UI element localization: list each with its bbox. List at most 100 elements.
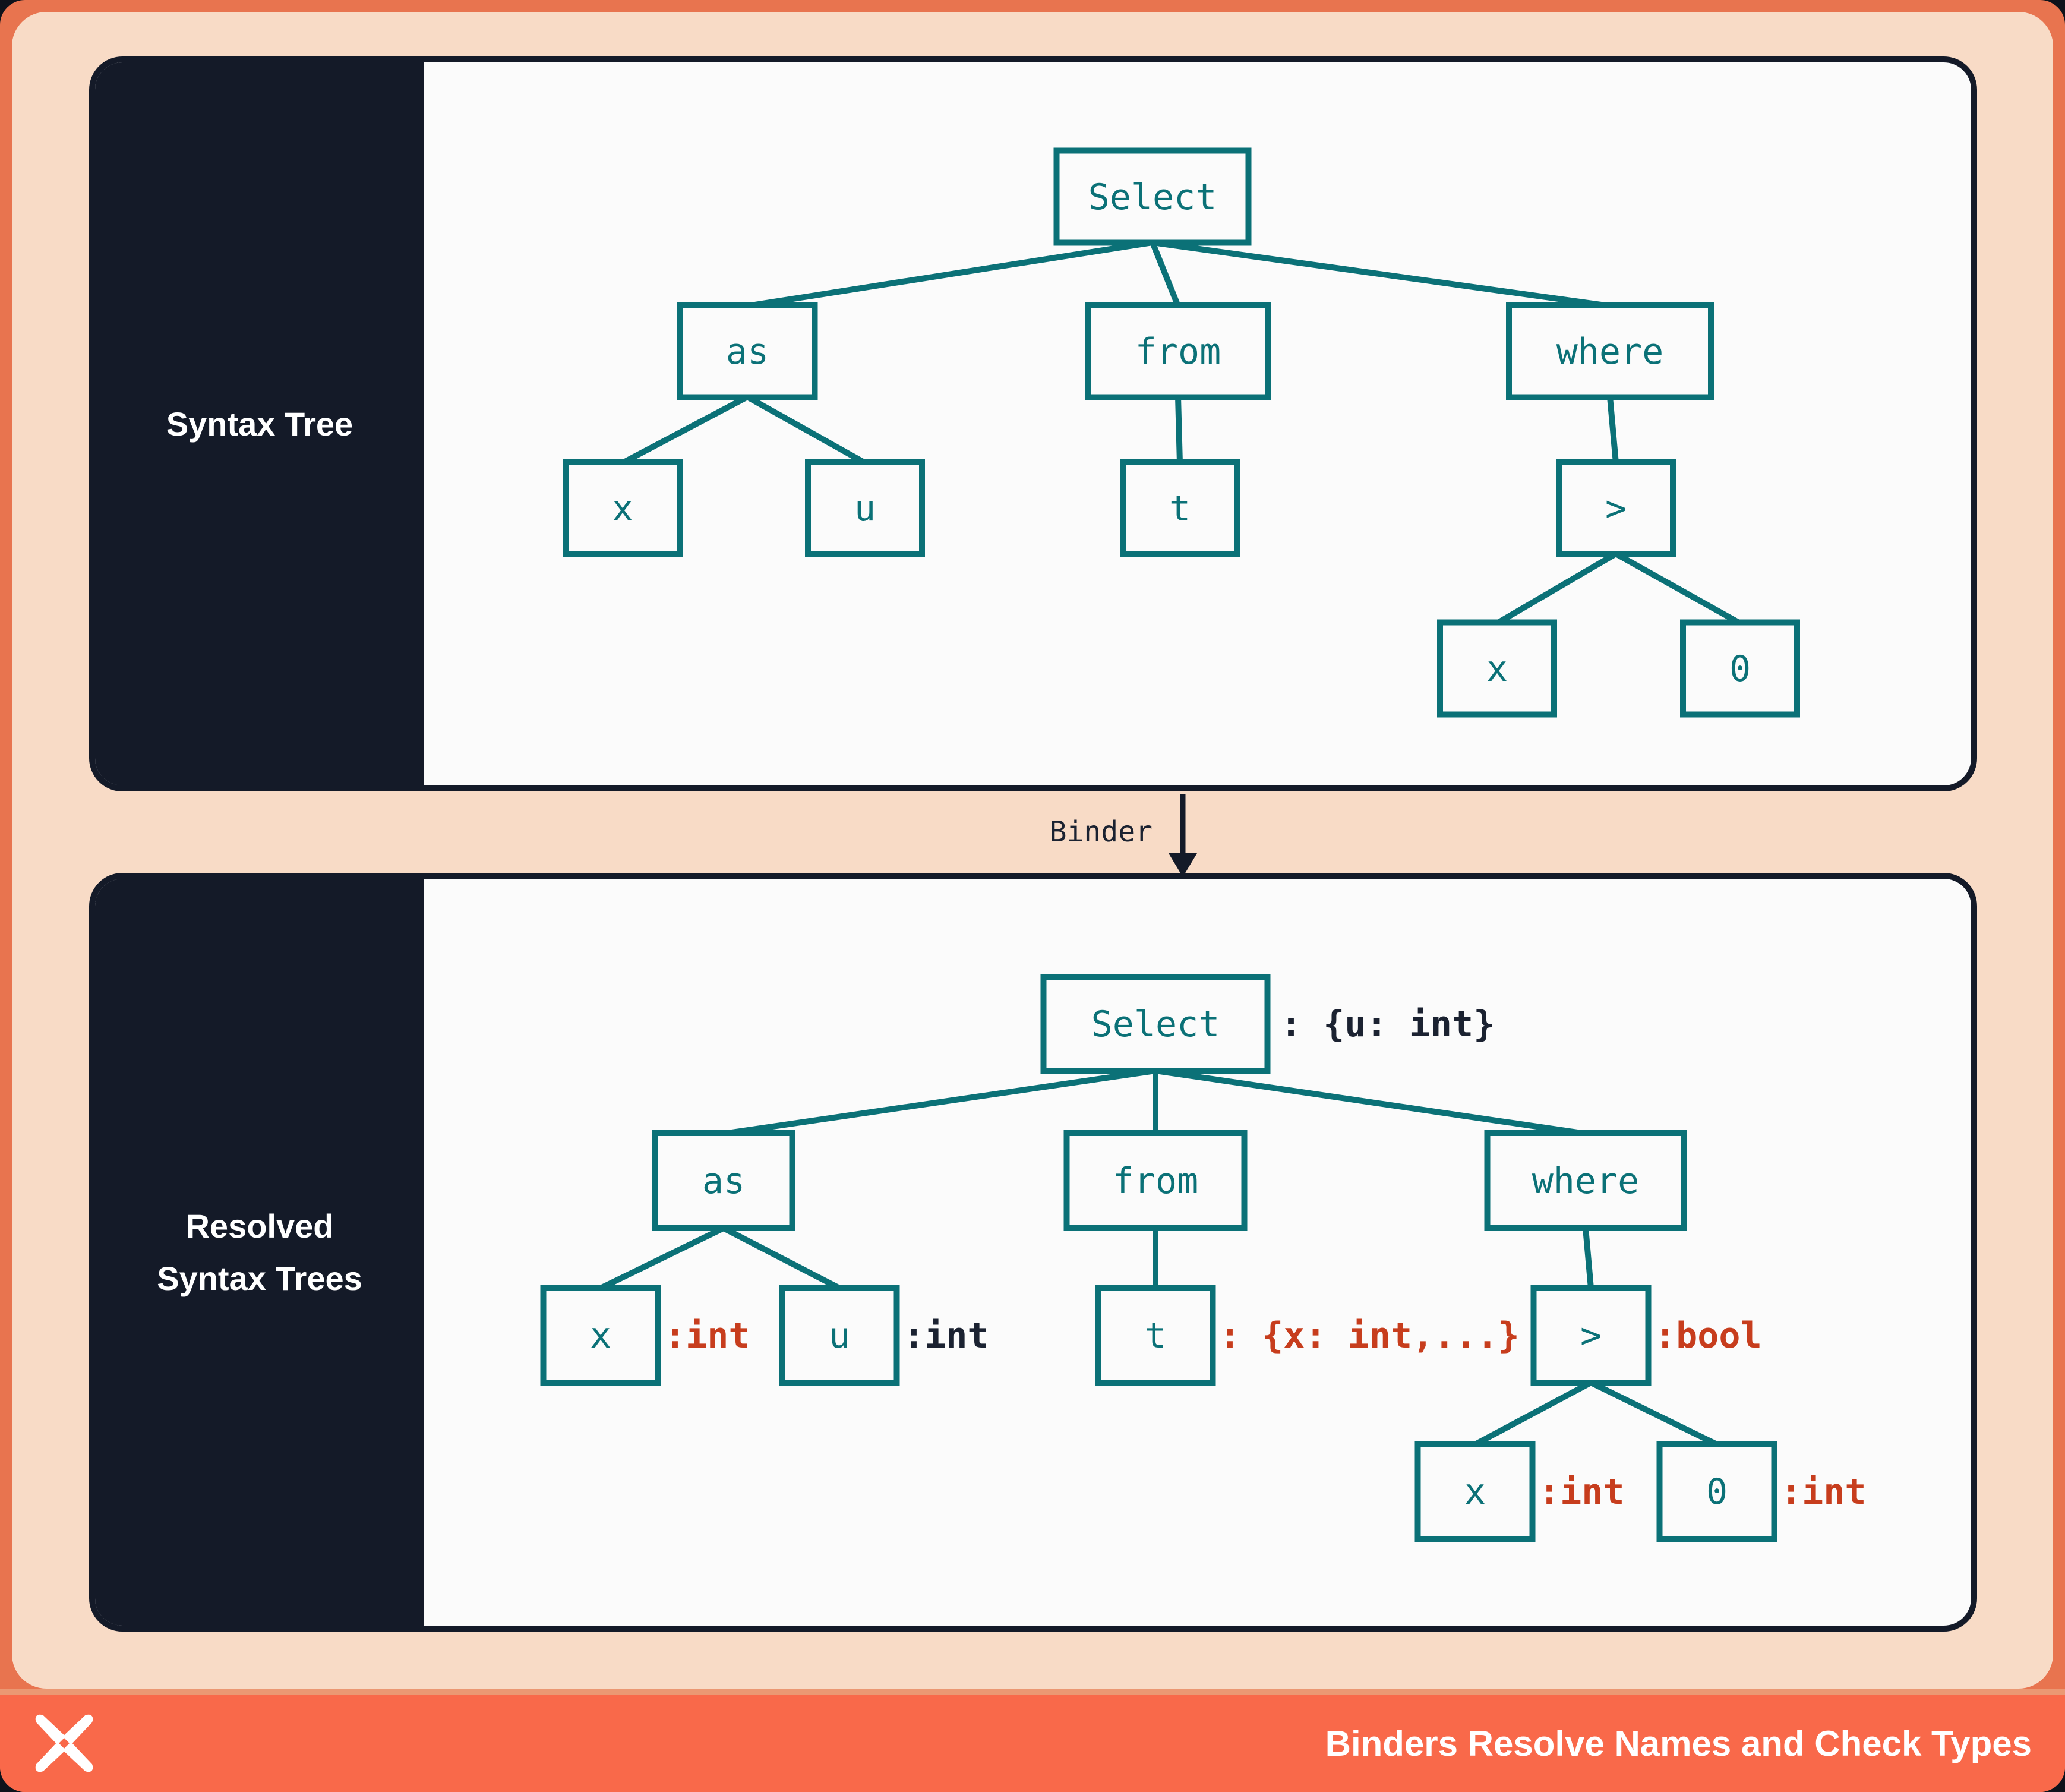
node-box (540, 1285, 661, 1386)
binder-down-arrow-icon (1169, 794, 1197, 877)
node-label: x (1486, 648, 1508, 690)
type-annotation-u: :int (903, 1315, 989, 1356)
tree-edge (723, 1068, 1156, 1137)
tree-node-from: from (1085, 302, 1271, 400)
node-box (805, 459, 925, 557)
type-annotation-x: :int (664, 1315, 750, 1356)
resolved-node-as: as (652, 1130, 795, 1231)
node-box (563, 459, 683, 557)
node-label: x (612, 488, 633, 529)
tree-edge (1473, 1380, 1593, 1447)
resolved-syntax-trees-sidebar: Resolved Syntax Trees (95, 879, 424, 1626)
tree-edge (1155, 1068, 1586, 1137)
tree-node-gt: > (1556, 459, 1676, 557)
type-annotation-t: : {x: int,...} (1219, 1315, 1520, 1356)
node-label: Select (1091, 1004, 1220, 1045)
node-label: u (854, 488, 876, 529)
resolved-syntax-tree-diagram: Select : {u: int} as from where x :int u… (540, 974, 1867, 1542)
node-box (1040, 974, 1271, 1074)
node-label: x (1464, 1471, 1486, 1513)
resolved-node-t: t (1095, 1285, 1216, 1386)
node-box (1437, 619, 1557, 718)
node-label: as (702, 1160, 745, 1202)
node-box (1120, 459, 1240, 557)
x-pinwheel-logo-icon (35, 1714, 93, 1772)
tree-node-zero: 0 (1680, 619, 1800, 718)
tree-node-x: x (563, 459, 683, 557)
resolved-node-zero: 0 (1656, 1441, 1777, 1542)
tree-node-as: as (677, 302, 818, 400)
tree-edge (1175, 396, 1183, 463)
tree-edge (747, 239, 1153, 309)
tree-edge (722, 1225, 841, 1291)
resolved-title-line1: Resolved (185, 1207, 334, 1245)
node-box (1085, 302, 1271, 400)
tree-edge (746, 394, 867, 466)
node-box (1506, 302, 1714, 400)
node-label: t (1145, 1315, 1166, 1356)
node-box (1063, 1130, 1248, 1231)
syntax-tree-panel: Syntax Tree (89, 56, 1977, 791)
node-box (1530, 1285, 1652, 1386)
tree-edge (1614, 551, 1742, 626)
footer-bar: Binders Resolve Names and Check Types (0, 1689, 2065, 1792)
resolved-node-x-under-gt: x (1414, 1441, 1536, 1542)
node-label: x (590, 1315, 611, 1356)
resolved-title-line2: Syntax Trees (157, 1259, 362, 1297)
node-label: 0 (1706, 1471, 1728, 1513)
type-annotation-x2: :int (1539, 1471, 1625, 1513)
node-label: from (1135, 331, 1221, 373)
tree-edge (1152, 239, 1611, 309)
node-box (1484, 1130, 1687, 1231)
tree-edge (1589, 1380, 1719, 1447)
node-label: u (829, 1315, 850, 1356)
node-box (1656, 1441, 1777, 1542)
resolved-node-gt: > (1530, 1285, 1652, 1386)
node-box (1680, 619, 1800, 718)
node-label: > (1580, 1315, 1602, 1356)
resolved-node-where: where (1484, 1130, 1687, 1231)
tree-edge (1150, 241, 1181, 307)
tree-edge (1583, 1228, 1594, 1289)
node-label: t (1169, 488, 1191, 529)
resolved-tree-edges (599, 1068, 1719, 1447)
node-box (652, 1130, 795, 1231)
syntax-tree-diagram: Select as from where x u t > x 0 (563, 147, 1800, 718)
node-label: where (1532, 1160, 1640, 1202)
node-box (1556, 459, 1676, 557)
node-label: where (1556, 331, 1664, 373)
node-label: Select (1088, 176, 1217, 218)
resolved-syntax-trees-panel-title: Resolved Syntax Trees (157, 1200, 362, 1305)
type-annotation-zero: :int (1780, 1471, 1867, 1513)
type-annotation-gt: :bool (1654, 1315, 1762, 1356)
resolved-node-x: x (540, 1285, 661, 1386)
logo-shape (35, 1714, 93, 1772)
tree-edge (621, 394, 749, 466)
node-label: as (726, 331, 769, 373)
tree-edge (599, 1225, 725, 1291)
resolved-node-from: from (1063, 1130, 1248, 1231)
arrow-head (1169, 853, 1197, 877)
node-box (1414, 1441, 1536, 1542)
node-box (1095, 1285, 1216, 1386)
tree-node-select: Select (1053, 147, 1252, 246)
syntax-tree-panel-title-text: Syntax Tree (166, 405, 353, 443)
syntax-tree-panel-title: Syntax Tree (166, 398, 353, 450)
type-annotation-select: : {u: int} (1280, 1004, 1495, 1045)
node-label: > (1605, 488, 1627, 529)
resolved-node-select: Select (1040, 974, 1271, 1074)
node-label: 0 (1729, 648, 1751, 690)
node-box (779, 1285, 900, 1386)
resolved-node-u: u (779, 1285, 900, 1386)
tree-node-t: t (1120, 459, 1240, 557)
tree-node-u: u (805, 459, 925, 557)
footer-title: Binders Resolve Names and Check Types (1325, 1723, 2032, 1763)
node-box (1053, 147, 1252, 246)
tree-node-x-under-gt: x (1437, 619, 1557, 718)
syntax-tree-sidebar: Syntax Tree (95, 62, 424, 785)
syntax-tree-edges (621, 239, 1742, 626)
node-box (677, 302, 818, 400)
node-label: from (1113, 1160, 1199, 1202)
binder-label: Binder (1049, 815, 1153, 848)
tree-edge (1607, 396, 1619, 463)
